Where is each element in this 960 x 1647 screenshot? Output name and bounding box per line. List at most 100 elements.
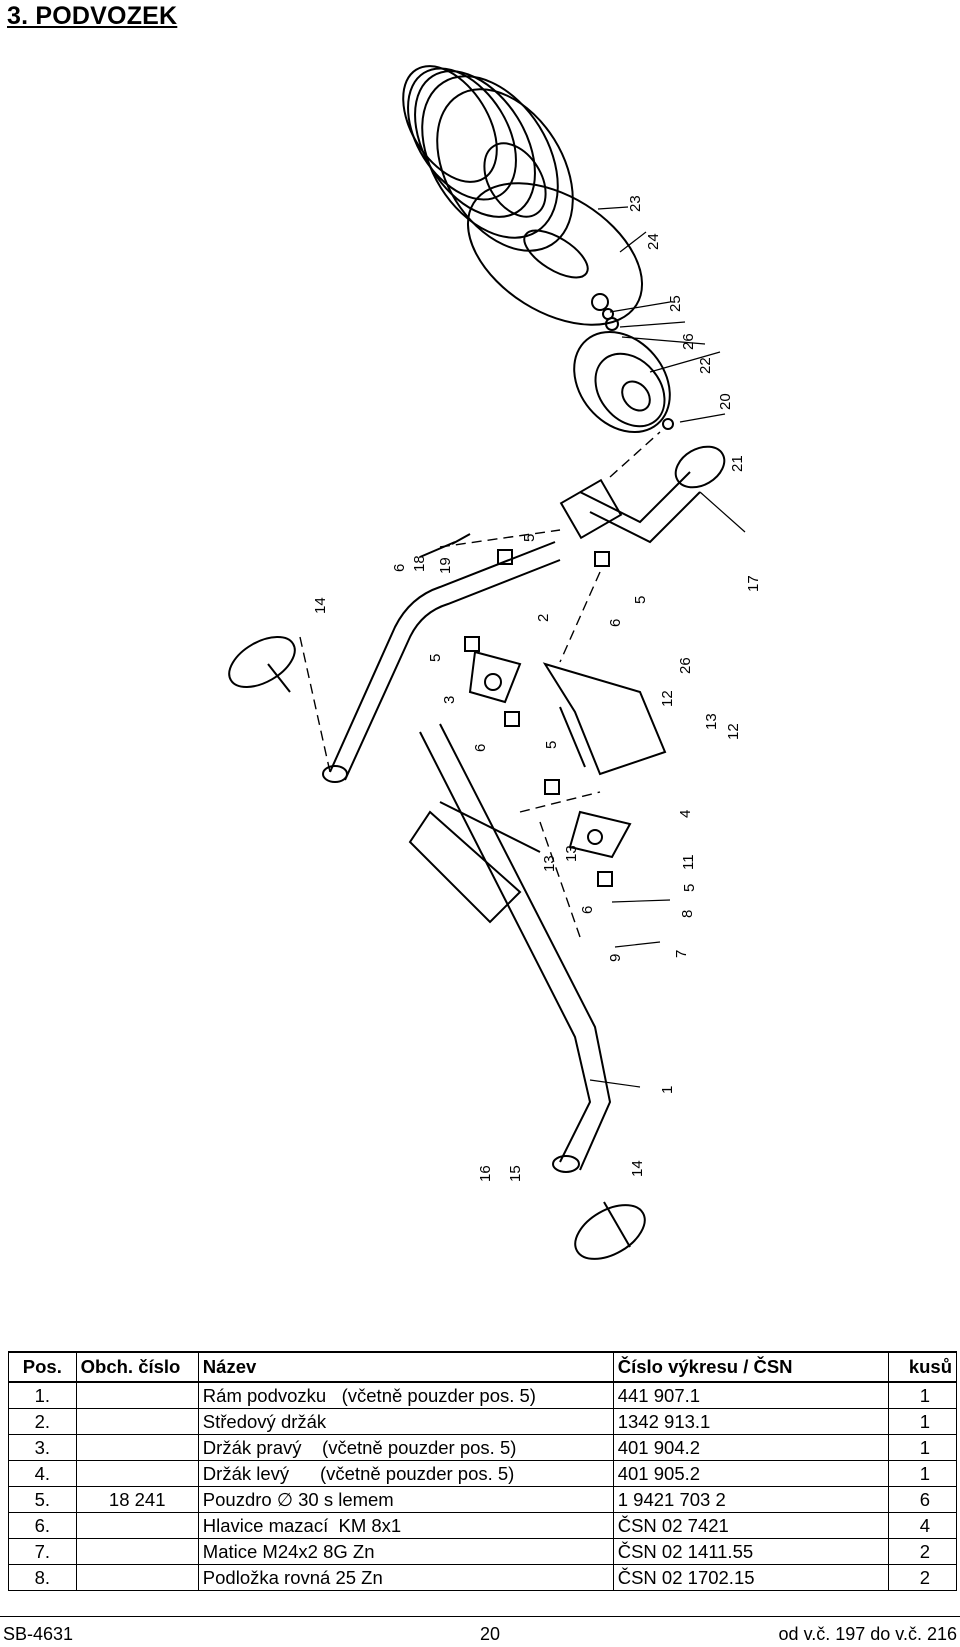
cell-qty: 1 bbox=[888, 1434, 957, 1461]
cell-drawing: 441 907.1 bbox=[612, 1382, 890, 1409]
footer-serial-range: od v.č. 197 do v.č. 216 bbox=[778, 1624, 957, 1644]
callout-22: 22 bbox=[697, 357, 714, 374]
callout-24: 24 bbox=[645, 233, 662, 250]
callout-1: 1 bbox=[659, 1086, 676, 1094]
callout-14a: 14 bbox=[312, 597, 329, 614]
exploded-chassis-drawing: 23 24 25 26 22 20 21 17 6 18 19 5 5 14 2… bbox=[228, 65, 762, 1260]
col-header-name: Název bbox=[197, 1351, 614, 1383]
callout-26a: 26 bbox=[680, 333, 697, 350]
disc-shape bbox=[466, 182, 644, 326]
table-row: 7. Matice M24x2 8G Zn ČSN 02 1411.55 2 bbox=[8, 1538, 957, 1565]
table-row: 4. Držák levý (včetně pouzder pos. 5) 40… bbox=[8, 1460, 957, 1487]
cell-obch bbox=[75, 1564, 199, 1591]
cell-drawing: 1 9421 703 2 bbox=[612, 1486, 890, 1513]
cell-drawing: ČSN 02 1702.15 bbox=[612, 1564, 890, 1591]
callout-16: 16 bbox=[477, 1165, 494, 1182]
callout-8: 8 bbox=[679, 910, 696, 918]
callout-9: 9 bbox=[607, 954, 624, 962]
callout-6b: 6 bbox=[607, 619, 624, 627]
callout-7: 7 bbox=[673, 950, 690, 958]
drawing-callout-labels: 23 24 25 26 22 20 21 17 6 18 19 5 5 14 2… bbox=[312, 195, 762, 1182]
callout-20: 20 bbox=[717, 393, 734, 410]
cell-qty: 1 bbox=[888, 1408, 957, 1435]
callout-12b: 13 bbox=[541, 855, 558, 872]
page-title: 3. PODVOZEK bbox=[7, 2, 178, 30]
cell-pos: 3. bbox=[8, 1434, 77, 1461]
parts-table: Pos. Obch. číslo Název Číslo výkresu / Č… bbox=[8, 1351, 957, 1591]
cell-obch bbox=[75, 1512, 199, 1539]
cell-name: Středový držák bbox=[197, 1408, 614, 1435]
table-row: 6. Hlavice mazací KM 8x1 ČSN 02 7421 4 bbox=[8, 1512, 957, 1539]
callout-18: 18 bbox=[411, 555, 428, 572]
callout-13a: 13 bbox=[703, 713, 720, 730]
cell-drawing: ČSN 02 7421 bbox=[612, 1512, 890, 1539]
footer-divider bbox=[0, 1616, 960, 1617]
cell-pos: 6. bbox=[8, 1512, 77, 1539]
callout-6a: 6 bbox=[391, 564, 408, 572]
footer-doc-code: SB-4631 bbox=[3, 1624, 74, 1644]
cell-obch bbox=[75, 1434, 199, 1461]
callout-4: 4 bbox=[677, 810, 694, 818]
callout-5d: 5 bbox=[543, 741, 560, 749]
cell-obch bbox=[75, 1382, 199, 1409]
callout-21: 21 bbox=[729, 455, 746, 472]
frame-tube-shape bbox=[329, 541, 556, 773]
cell-pos: 7. bbox=[8, 1538, 77, 1565]
footer-page-number: 20 bbox=[480, 1624, 501, 1644]
callout-5e: 5 bbox=[681, 884, 698, 892]
callout-14b: 14 bbox=[629, 1160, 646, 1177]
cell-name: Matice M24x2 8G Zn bbox=[197, 1538, 614, 1565]
cell-pos: 8. bbox=[8, 1564, 77, 1591]
callout-5b: 5 bbox=[632, 596, 649, 604]
hub-disc-bottom-shape bbox=[574, 1204, 646, 1260]
callout-6d: 6 bbox=[579, 906, 596, 914]
table-row: 5. 18 241 Pouzdro ∅ 30 s lemem 1 9421 70… bbox=[8, 1486, 957, 1513]
callout-5c: 5 bbox=[427, 654, 444, 662]
cell-name: Držák pravý (včetně pouzder pos. 5) bbox=[197, 1434, 614, 1461]
cell-qty: 2 bbox=[888, 1538, 957, 1565]
callout-2: 2 bbox=[535, 614, 552, 622]
cell-qty: 1 bbox=[888, 1382, 957, 1409]
cell-drawing: 1342 913.1 bbox=[612, 1408, 890, 1435]
callout-11: 12 bbox=[659, 690, 676, 707]
cell-obch bbox=[75, 1460, 199, 1487]
cell-name: Podložka rovná 25 Zn bbox=[197, 1564, 614, 1591]
table-row: 2. Středový držák 1342 913.1 1 bbox=[8, 1408, 957, 1435]
callout-13b: 13 bbox=[563, 845, 580, 862]
callout-15: 15 bbox=[507, 1165, 524, 1182]
cell-name: Hlavice mazací KM 8x1 bbox=[197, 1512, 614, 1539]
cell-drawing: 401 904.2 bbox=[612, 1434, 890, 1461]
cell-qty: 1 bbox=[888, 1460, 957, 1487]
callout-25: 25 bbox=[667, 295, 684, 312]
callout-17: 17 bbox=[745, 575, 762, 592]
table-row: 1. Rám podvozku (včetně pouzder pos. 5) … bbox=[8, 1382, 957, 1409]
tyre-shape bbox=[402, 65, 574, 252]
callout-19: 19 bbox=[437, 557, 454, 574]
callout-12a: 12 bbox=[725, 723, 742, 740]
cell-pos: 1. bbox=[8, 1382, 77, 1409]
rim-shape bbox=[573, 330, 671, 434]
col-header-obch: Obch. číslo bbox=[75, 1351, 199, 1383]
cell-qty: 4 bbox=[888, 1512, 957, 1539]
col-header-pos: Pos. bbox=[8, 1351, 77, 1383]
callout-23: 23 bbox=[627, 195, 644, 212]
callout-10: 11 bbox=[680, 854, 697, 870]
cell-pos: 4. bbox=[8, 1460, 77, 1487]
col-header-drawing: Číslo výkresu / ČSN bbox=[612, 1351, 890, 1383]
cell-obch bbox=[75, 1408, 199, 1435]
table-row: 8. Podložka rovná 25 Zn ČSN 02 1702.15 2 bbox=[8, 1564, 957, 1591]
cell-qty: 2 bbox=[888, 1564, 957, 1591]
cell-drawing: 401 905.2 bbox=[612, 1460, 890, 1487]
callout-3: 3 bbox=[441, 696, 458, 704]
callout-5a: 5 bbox=[521, 534, 538, 542]
hub-disc-top-shape bbox=[228, 636, 296, 688]
cell-pos: 2. bbox=[8, 1408, 77, 1435]
cell-name: Držák levý (včetně pouzder pos. 5) bbox=[197, 1460, 614, 1487]
table-row: 3. Držák pravý (včetně pouzder pos. 5) 4… bbox=[8, 1434, 957, 1461]
cell-pos: 5. bbox=[8, 1486, 77, 1513]
cell-qty: 6 bbox=[888, 1486, 957, 1513]
cell-drawing: ČSN 02 1411.55 bbox=[612, 1538, 890, 1565]
cell-obch bbox=[75, 1538, 199, 1565]
callout-26b: 26 bbox=[677, 657, 694, 674]
cell-name: Pouzdro ∅ 30 s lemem bbox=[197, 1486, 614, 1513]
